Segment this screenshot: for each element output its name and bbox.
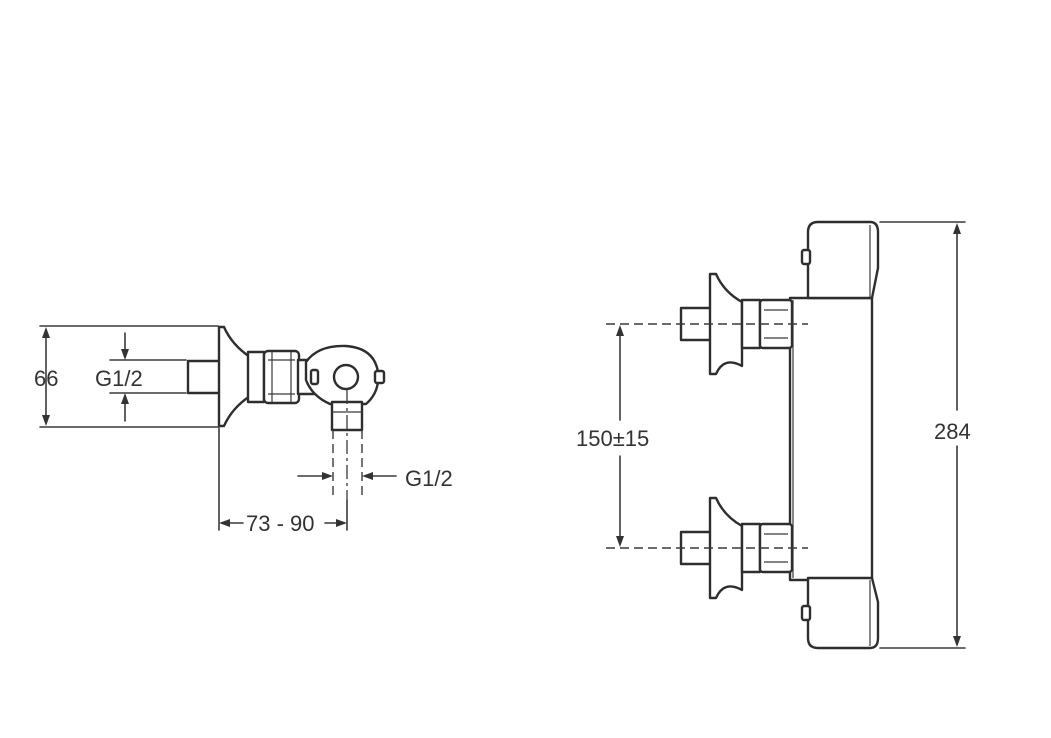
side-spindle-circle: [332, 363, 360, 391]
side-wall-flange: [217, 325, 252, 428]
front-top-button: [800, 248, 812, 266]
side-hex-nut: [246, 350, 266, 404]
front-height-label: 284: [934, 419, 971, 444]
front-top-cap: [806, 220, 880, 300]
side-inlet-thread-label: G1/2: [95, 366, 143, 391]
side-outlet-thread-label: G1/2: [405, 466, 453, 491]
side-inlet-pipe: [186, 359, 222, 395]
front-bottom-cap: [806, 576, 880, 650]
front-view: [606, 220, 966, 650]
front-bottom-button: [800, 604, 812, 622]
front-main-bar: [788, 296, 874, 582]
side-small-tab: [309, 368, 320, 386]
side-height-label: 66: [34, 366, 58, 391]
side-depth-label: 73 - 90: [246, 511, 315, 536]
side-view: [39, 325, 397, 531]
side-union-nut: [262, 349, 301, 405]
front-spacing-label: 150±15: [576, 426, 649, 451]
side-side-knob: [373, 369, 386, 385]
